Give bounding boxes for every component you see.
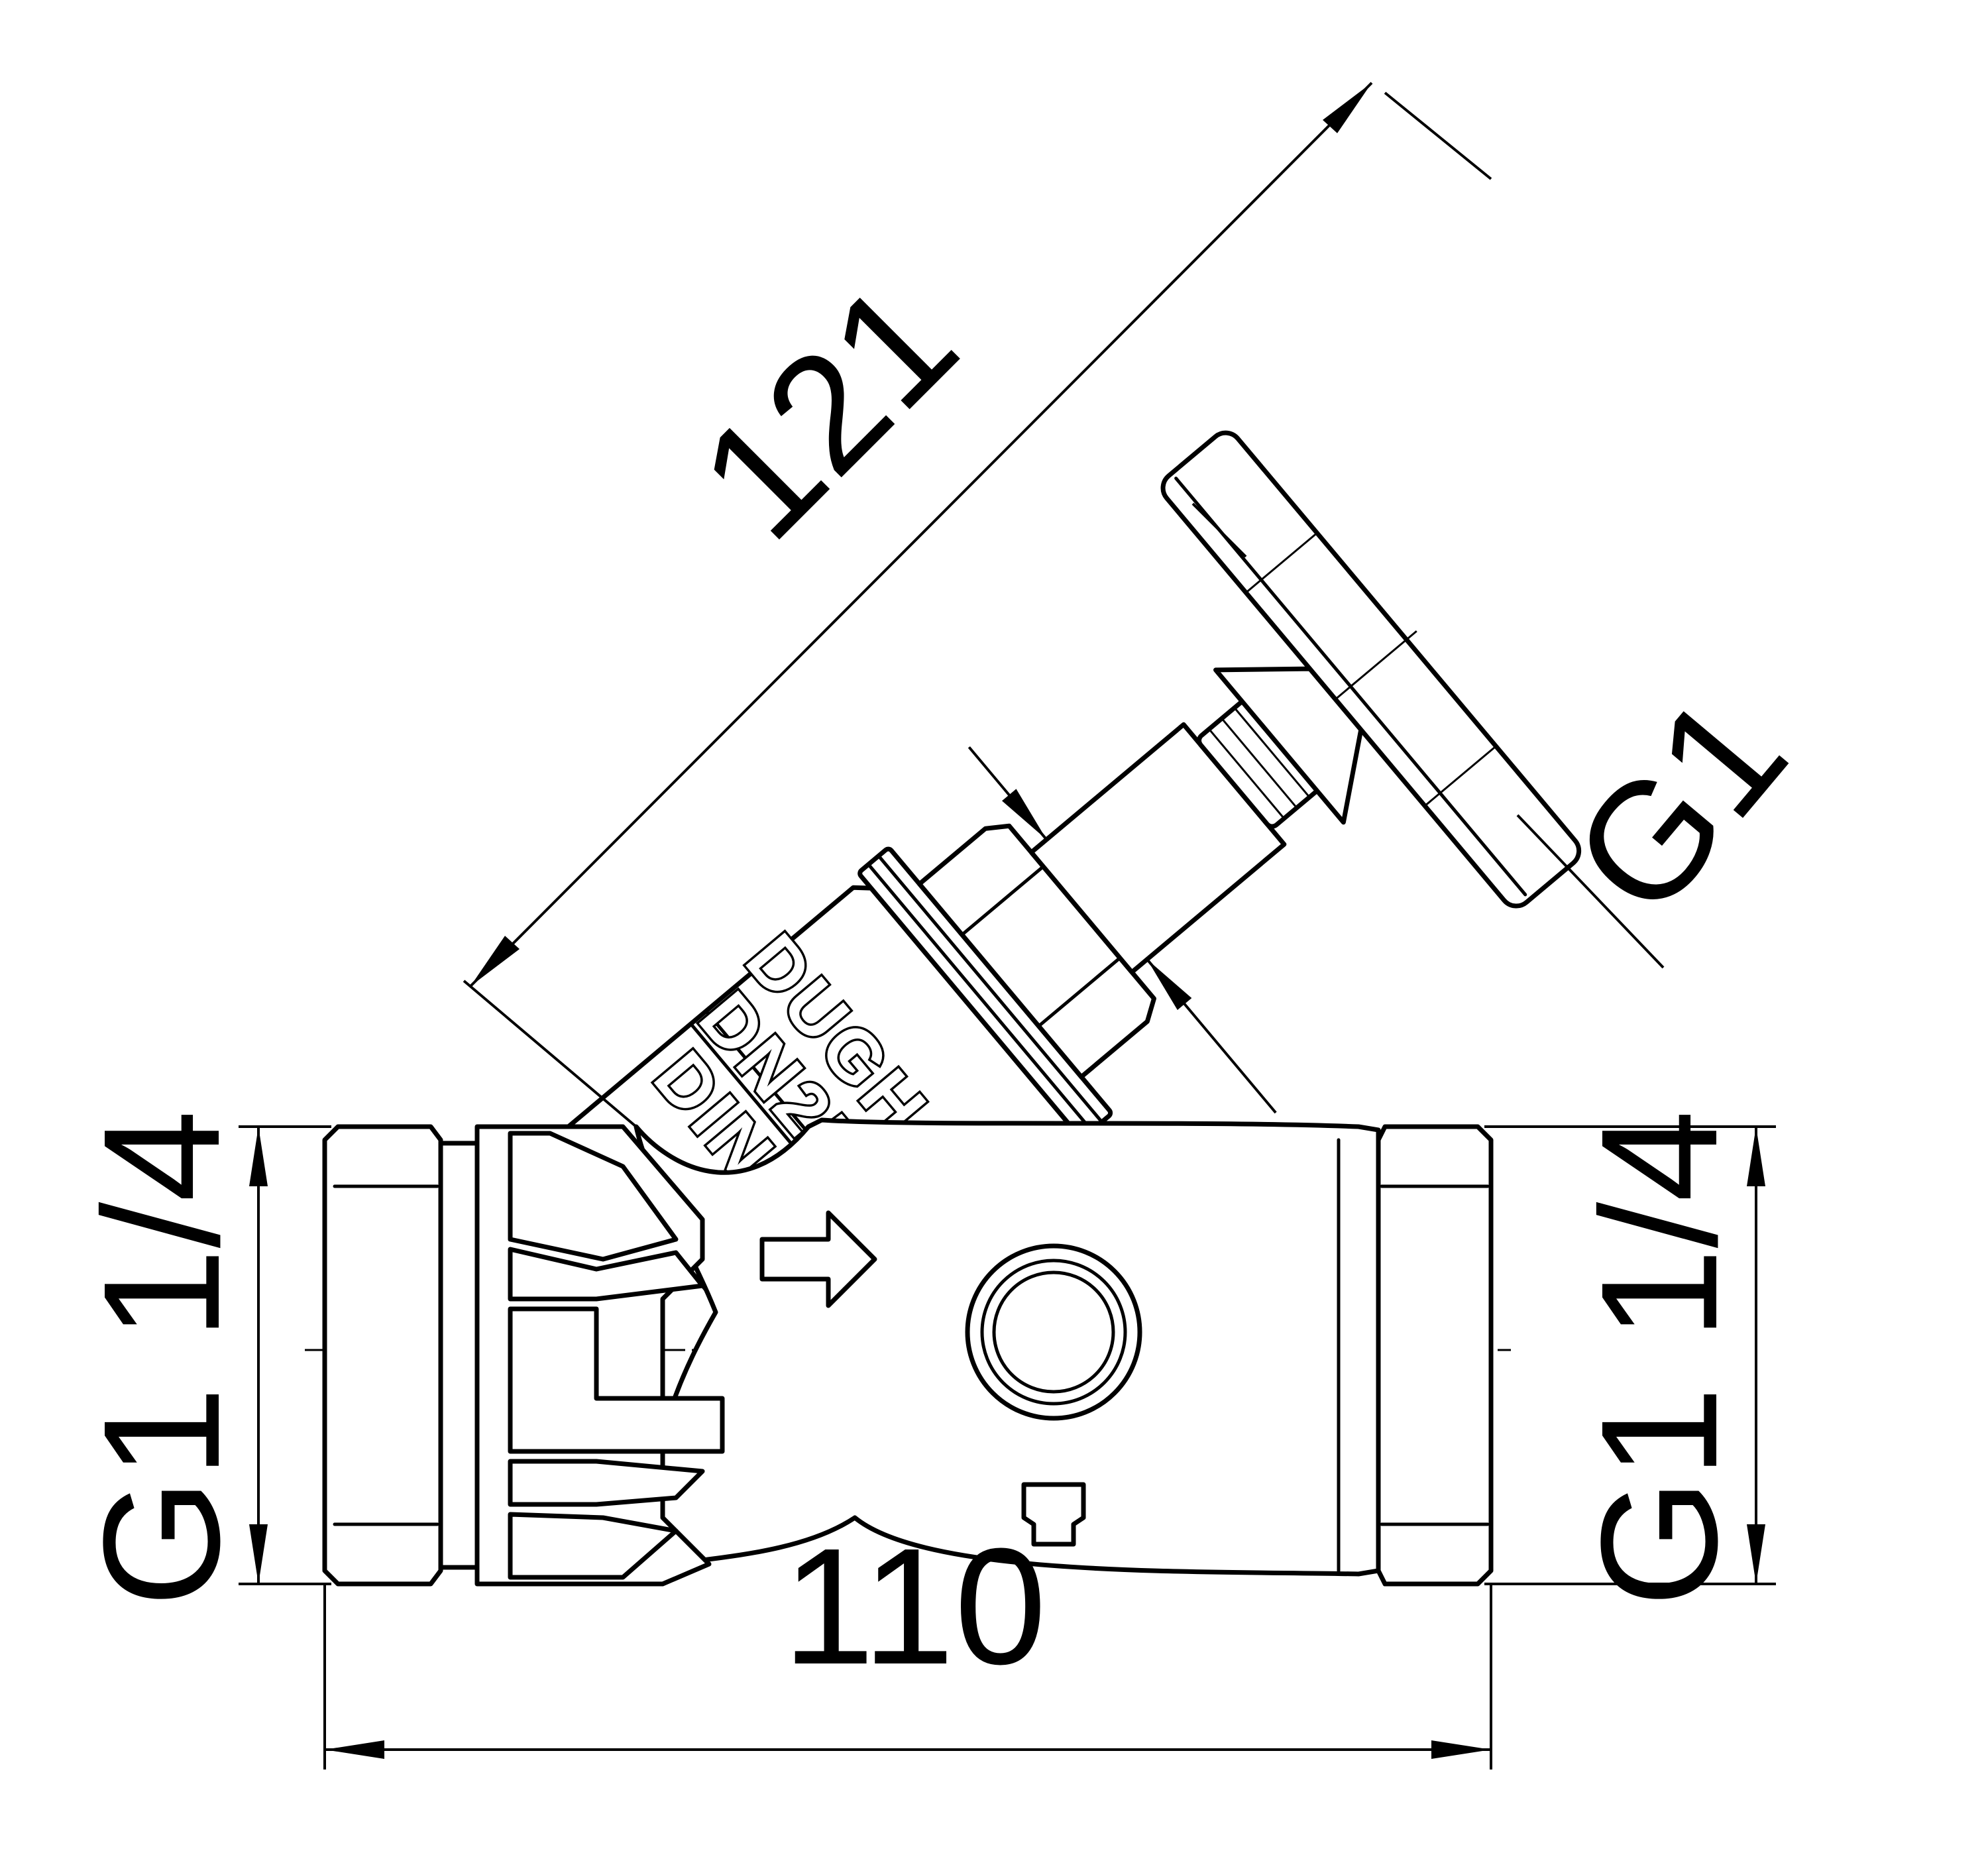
drain-port bbox=[965, 1243, 1142, 1547]
left-collar bbox=[438, 1141, 480, 1570]
dimension-left-thread: G1 1/4 bbox=[69, 1110, 331, 1608]
right-thread-label: G1 1/4 bbox=[1567, 1110, 1751, 1608]
dimension-right-thread: G1 1/4 bbox=[1484, 1110, 1776, 1608]
right-thread-arrow-bottom bbox=[1747, 1524, 1765, 1584]
right-thread-arrow-top bbox=[1747, 1127, 1765, 1186]
left-thread-arrow-top bbox=[249, 1127, 268, 1186]
left-thread-label: G1 1/4 bbox=[69, 1110, 254, 1608]
length-label: 110 bbox=[783, 1514, 1047, 1699]
right-end-connector bbox=[1376, 1124, 1494, 1587]
arrow-right-icon bbox=[759, 1210, 877, 1308]
dimension-length: 110 bbox=[323, 1514, 1492, 1770]
g1-arrow-top bbox=[1002, 789, 1047, 840]
g1-arrow-bottom bbox=[1147, 959, 1192, 1011]
length-arrow-left bbox=[325, 1740, 384, 1759]
length-arrow-right bbox=[1431, 1740, 1491, 1759]
hex-nut bbox=[916, 823, 1156, 1080]
left-end-connector bbox=[322, 1124, 443, 1587]
bonnet-length-label: 121 bbox=[665, 247, 991, 573]
strainer-insert bbox=[508, 1131, 725, 1580]
bonnet-length-arrow-low bbox=[470, 936, 520, 986]
bonnet-thread-label: G1 bbox=[1537, 661, 1821, 949]
drain-nozzle bbox=[1021, 1482, 1086, 1547]
bonnet-length-arrow-high bbox=[1323, 83, 1372, 133]
left-thread-arrow-bottom bbox=[249, 1524, 268, 1584]
